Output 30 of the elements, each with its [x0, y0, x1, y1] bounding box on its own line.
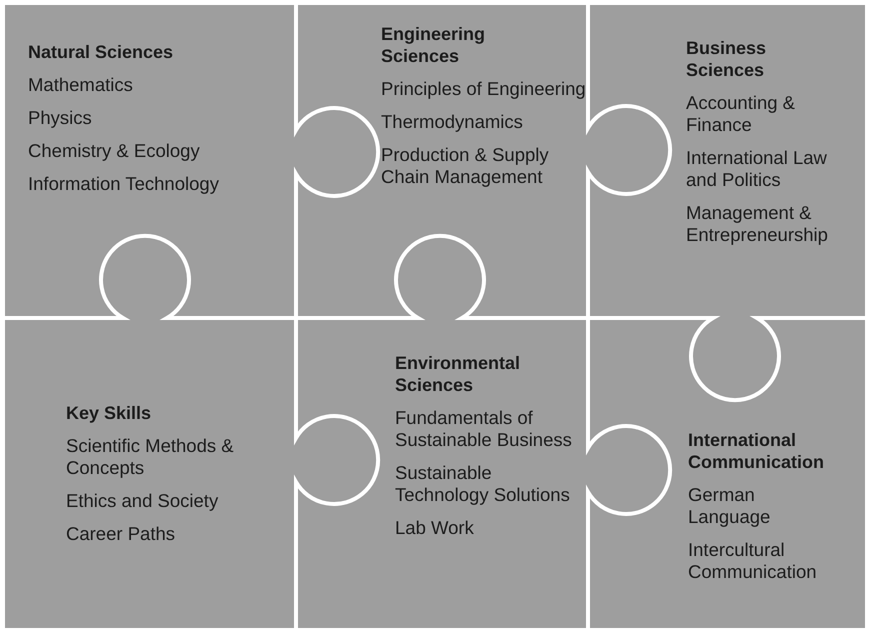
piece-heading: Natural Sciences	[28, 41, 174, 63]
subject-text: Lab Work	[395, 517, 475, 539]
subject-text: Accounting & Finance	[686, 92, 796, 136]
subject-text: German Language	[688, 484, 772, 528]
subject-text: Thermodynamics	[381, 111, 524, 133]
subject-text: Scientific Methods & Concepts	[66, 435, 235, 479]
subject-text: Fundamentals of Sustainable Business	[395, 407, 573, 451]
subject-text: Mathematics	[28, 74, 134, 96]
piece-heading: Engineering Sciences	[381, 23, 486, 67]
puzzle-piece	[5, 5, 296, 318]
subject-text: Information Technology	[28, 173, 220, 195]
subject-text: Principles of Engineering	[381, 78, 587, 100]
subject-text: Sustainable Technology Solutions	[395, 462, 571, 506]
puzzle-piece	[296, 318, 588, 628]
puzzle-piece	[5, 318, 296, 628]
subject-text: Physics	[28, 107, 93, 129]
puzzle-piece	[588, 5, 865, 318]
piece-heading: Key Skills	[66, 402, 152, 424]
subject-text: Intercultural Communication	[688, 539, 818, 583]
subject-text: Management & Entrepreneurship	[686, 202, 829, 246]
puzzle-piece	[588, 318, 865, 628]
piece-heading: International Communication	[688, 429, 826, 473]
subject-text: International Law and Politics	[686, 147, 828, 191]
subject-text: Chemistry & Ecology	[28, 140, 201, 162]
subject-text: Career Paths	[66, 523, 176, 545]
subject-text: Ethics and Society	[66, 490, 220, 512]
subject-text: Production & Supply Chain Management	[381, 144, 550, 188]
piece-heading: Business Sciences	[686, 37, 768, 81]
piece-heading: Environmental Sciences	[395, 352, 522, 396]
puzzle-piece	[296, 5, 588, 318]
